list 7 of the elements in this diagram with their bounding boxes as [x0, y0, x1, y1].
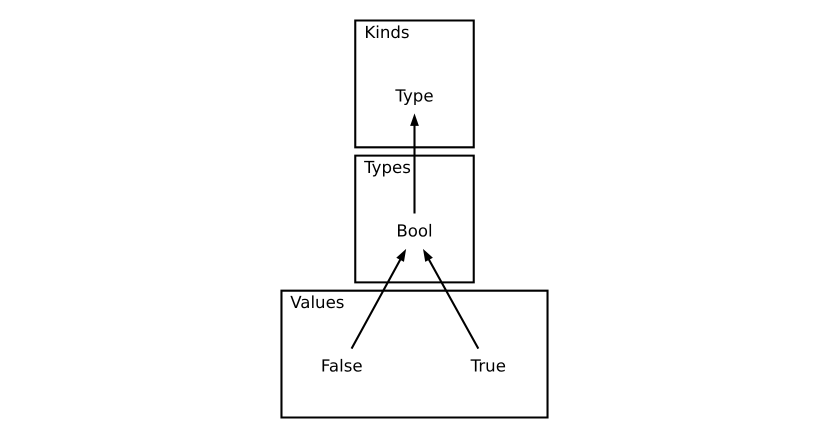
node-text: True	[470, 356, 506, 376]
arrow	[350, 248, 406, 350]
arrow	[410, 113, 418, 214]
node-text: Bool	[396, 221, 432, 240]
node-text: Type	[394, 86, 434, 106]
node-text: False	[320, 356, 362, 376]
arrow	[422, 248, 479, 350]
